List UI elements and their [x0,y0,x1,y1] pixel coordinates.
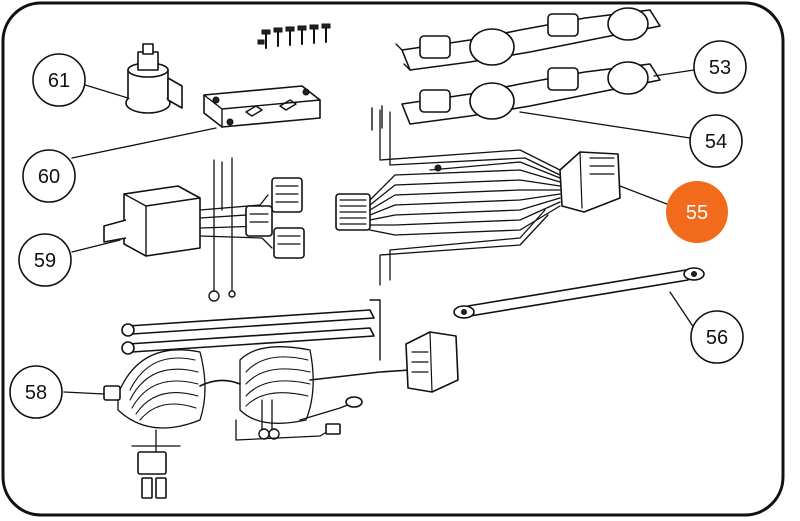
callout-55-label: 55 [686,202,708,224]
part-54-bracket[interactable] [401,61,661,125]
callout-61-circle [32,53,86,107]
callout-61[interactable]: 61 [32,53,86,107]
callout-60-circle [22,149,76,203]
part-56-cable[interactable] [453,267,705,319]
callout-58-label: 58 [25,382,47,404]
part-53-bracket[interactable] [395,7,661,71]
callout-54[interactable]: 54 [689,114,743,168]
callout-59-circle [18,233,72,287]
part-61-switch[interactable] [125,43,183,114]
callout-61-label: 61 [48,70,70,92]
callout-54-label: 54 [705,131,727,153]
callout-53-label: 53 [709,57,731,79]
callout-59[interactable]: 59 [18,233,72,287]
screws[interactable] [257,23,331,49]
callout-60-label: 60 [38,166,60,188]
part-59-relay-harness[interactable] [103,157,305,302]
callout-55[interactable]: 55 [666,181,728,243]
callout-56[interactable]: 56 [690,310,744,364]
callout-58-circle [9,365,63,419]
callout-59-label: 59 [34,250,56,272]
callout-53-circle [693,40,747,94]
leader-lines [63,69,695,395]
callout-60[interactable]: 60 [22,149,76,203]
part-55-harness[interactable] [335,105,621,286]
callout-54-circle [689,114,743,168]
part-58-harness[interactable] [103,299,459,499]
callout-53[interactable]: 53 [693,40,747,94]
part-60-plate[interactable] [203,85,321,128]
diagram-frame [1,1,785,517]
callout-55-circle [666,181,728,243]
callout-56-label: 56 [706,327,728,349]
callout-58[interactable]: 58 [9,365,63,419]
callout-56-circle [690,310,744,364]
